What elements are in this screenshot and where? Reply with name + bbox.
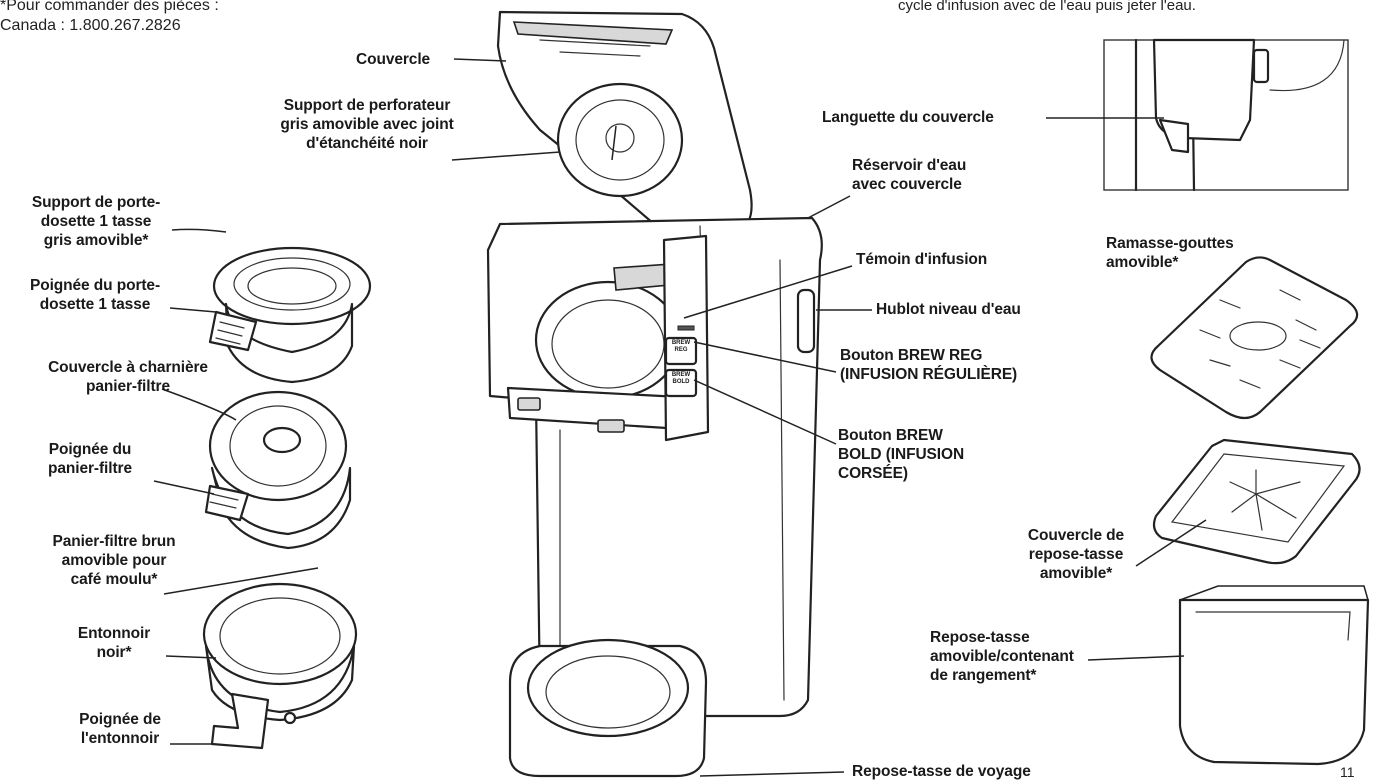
brew-bold-button[interactable]: BREW BOLD: [667, 372, 695, 386]
label-poignee-panier-l1: Poignée du: [48, 441, 132, 458]
label-support-perforateur-l3: d'étanchéité noir: [306, 135, 428, 152]
top-right-note: cycle d'infusion avec de l'eau puis jete…: [898, 0, 1196, 14]
label-brew-bold-l2: BOLD (INFUSION: [838, 446, 965, 463]
label-couvercle-charniere-l1: Couvercle à charnière: [48, 359, 208, 376]
label-support-perforateur-l2: gris amovible avec joint: [280, 116, 454, 133]
brew-bold-button-text-2: BOLD: [672, 379, 690, 385]
label-couvercle-charniere-l2: panier-filtre: [86, 378, 170, 395]
label-brew-bold-l1: Bouton BREW: [838, 427, 943, 444]
label-brew-reg: Bouton BREW REG (INFUSION RÉGULIÈRE): [840, 346, 1017, 384]
label-panier-filtre-l2: amovible pour: [61, 552, 167, 569]
brew-reg-button-graphic: [664, 336, 698, 366]
label-couvercle-repose-l1: Couvercle de: [1027, 527, 1125, 544]
label-brew-reg-l1: Bouton BREW REG: [840, 347, 983, 364]
label-poignee-entonnoir: Poignée de l'entonnoir: [70, 710, 170, 748]
label-support-porte-dosette-l3: gris amovible*: [43, 232, 149, 249]
label-entonnoir-l2: noir*: [96, 644, 132, 661]
label-couvercle-repose-l2: repose-tasse: [1028, 546, 1124, 563]
label-poignee-panier: Poignée du panier-filtre: [30, 440, 150, 478]
label-support-perforateur: Support de perforateur gris amovible ave…: [272, 96, 462, 153]
pod-holder-illustration: [208, 246, 372, 384]
brew-bold-button-text-1: BREW: [671, 372, 691, 378]
label-brew-bold-l3: CORSÉE): [838, 465, 908, 482]
leader-lines: [153, 58, 1207, 777]
label-entonnoir: Entonnoir noir*: [64, 624, 164, 662]
storage-cup-rest-illustration: [1178, 585, 1370, 766]
label-temoin: Témoin d'infusion: [856, 251, 988, 268]
page-number: 11: [1340, 764, 1355, 780]
label-ramasse-gouttes: Ramasse-gouttes amovible*: [1106, 234, 1234, 272]
label-ramasse-gouttes-l2: amovible*: [1106, 254, 1179, 271]
label-poignee-panier-l2: panier-filtre: [48, 460, 132, 477]
label-couvercle-repose: Couvercle de repose-tasse amovible*: [1008, 526, 1144, 583]
brew-reg-button-text-1: BREW: [671, 340, 691, 346]
label-repose-tasse-l1: Repose-tasse: [930, 629, 1030, 646]
funnel-illustration: [202, 582, 358, 750]
label-panier-filtre-l3: café moulu*: [70, 571, 158, 588]
label-support-porte-dosette: Support de porte- dosette 1 tasse gris a…: [16, 193, 176, 250]
lid-tab-inset: [1103, 38, 1349, 192]
cup-rest-lid-illustration: [1152, 438, 1361, 565]
filter-basket-illustration: [204, 390, 352, 550]
brew-reg-button-text-2: REG: [674, 347, 688, 353]
brew-bold-button-graphic: [664, 368, 698, 398]
label-reservoir-l1: Réservoir d'eau: [852, 157, 967, 174]
label-ramasse-gouttes-l1: Ramasse-gouttes: [1106, 235, 1234, 252]
label-panier-filtre: Panier-filtre brun amovible pour café mo…: [34, 532, 194, 589]
label-reservoir: Réservoir d'eau avec couvercle: [852, 156, 966, 194]
label-support-perforateur-l1: Support de perforateur: [283, 97, 451, 114]
label-brew-reg-l2: (INFUSION RÉGULIÈRE): [840, 366, 1018, 383]
label-poignee-porte-dosette: Poignée du porte- dosette 1 tasse: [20, 276, 170, 314]
label-poignee-entonnoir-l1: Poignée de: [79, 711, 161, 728]
label-hublot: Hublot niveau d'eau: [876, 301, 1021, 318]
label-repose-tasse-voyage: Repose-tasse de voyage: [852, 763, 1031, 780]
label-brew-bold: Bouton BREW BOLD (INFUSION CORSÉE): [838, 426, 964, 483]
label-couvercle-repose-l3: amovible*: [1039, 565, 1113, 582]
label-support-porte-dosette-l2: dosette 1 tasse: [40, 213, 152, 230]
label-repose-tasse-l2: amovible/contenant: [930, 648, 1074, 665]
label-entonnoir-l1: Entonnoir: [77, 625, 151, 642]
label-poignee-porte-dosette-l1: Poignée du porte-: [29, 277, 161, 294]
canada-phone-number: Canada : 1.800.267.2826: [0, 17, 181, 34]
label-panier-filtre-l1: Panier-filtre brun: [52, 533, 176, 550]
label-repose-tasse-l3: de rangement*: [930, 667, 1037, 684]
label-poignee-porte-dosette-l2: dosette 1 tasse: [39, 296, 151, 313]
label-couvercle: Couvercle: [356, 51, 431, 68]
label-reservoir-l2: avec couvercle: [852, 176, 962, 193]
label-couvercle-charniere: Couvercle à charnière panier-filtre: [28, 358, 228, 396]
label-languette: Languette du couvercle: [822, 109, 994, 126]
parts-order-note: *Pour commander des pièces :: [0, 0, 219, 14]
drip-tray-illustration: [1150, 256, 1359, 420]
label-poignee-entonnoir-l2: l'entonnoir: [80, 730, 160, 747]
brew-reg-button[interactable]: BREW REG: [667, 340, 695, 354]
coffee-maker-body: [486, 10, 823, 778]
label-support-porte-dosette-l1: Support de porte-: [31, 194, 161, 211]
label-repose-tasse: Repose-tasse amovible/contenant de range…: [930, 628, 1074, 685]
